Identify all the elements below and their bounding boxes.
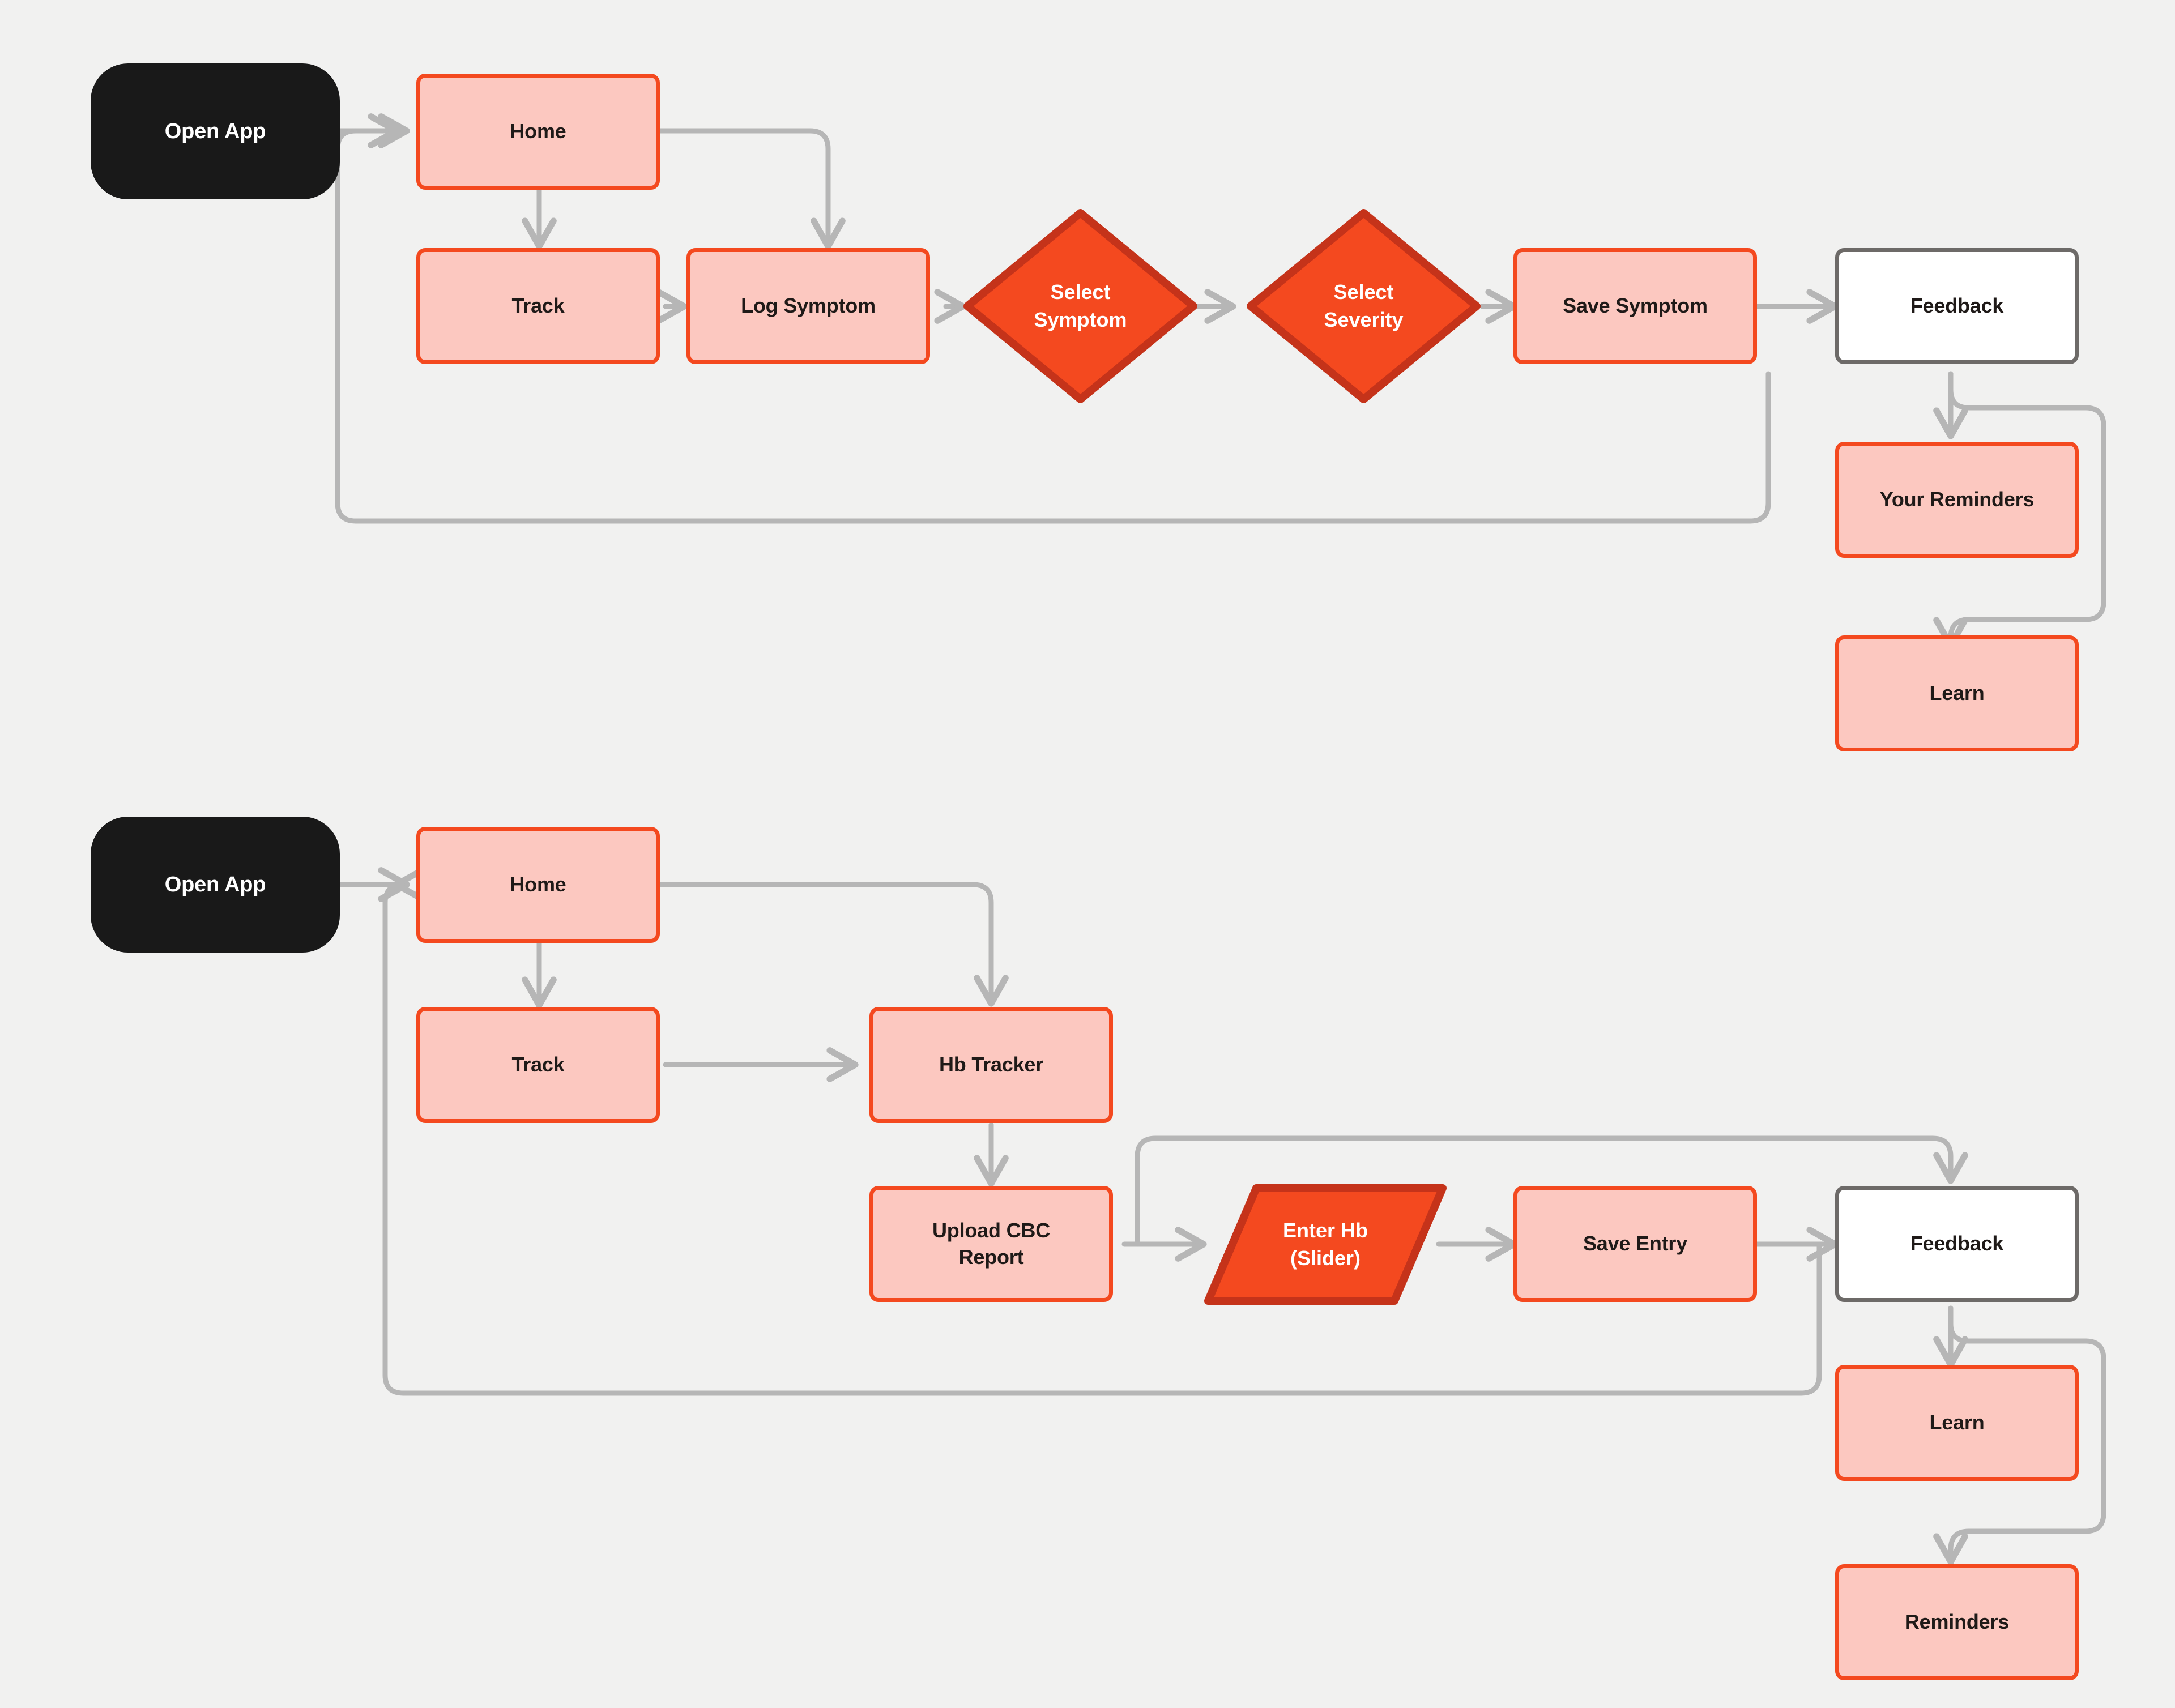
node-feedback-flow2[interactable]: Feedback — [1835, 1186, 2079, 1302]
edge-home-to-hb-tracker-2 — [657, 882, 991, 1004]
decision-select-severity-flow1[interactable]: Select Severity — [1246, 208, 1481, 404]
node-save-entry-flow2[interactable]: Save Entry — [1513, 1186, 1757, 1302]
edge-home-to-log-symptom-1 — [657, 128, 828, 246]
node-learn-flow2[interactable]: Learn — [1835, 1365, 2079, 1481]
node-log-symptom-flow1[interactable]: Log Symptom — [686, 248, 930, 364]
node-home-flow1[interactable]: Home — [416, 74, 660, 190]
input-enter-hb-slider-flow2[interactable]: Enter Hb (Slider) — [1204, 1184, 1447, 1305]
node-hb-tracker-flow2[interactable]: Hb Tracker — [869, 1007, 1113, 1123]
node-feedback-flow1[interactable]: Feedback — [1835, 248, 2079, 364]
decision-select-symptom-flow1[interactable]: Select Symptom — [963, 208, 1198, 404]
terminator-open-app-flow2[interactable]: Open App — [91, 817, 340, 953]
node-reminders-flow2[interactable]: Reminders — [1835, 1564, 2079, 1680]
edge-feedback-loop-to-home-2 — [382, 885, 1822, 1396]
decision-label-select-severity: Select Severity — [1324, 280, 1404, 331]
node-home-flow2[interactable]: Home — [416, 827, 660, 943]
node-save-symptom-flow1[interactable]: Save Symptom — [1513, 248, 1757, 364]
node-track-flow2[interactable]: Track — [416, 1007, 660, 1123]
decision-label-select-symptom: Select Symptom — [1034, 280, 1127, 331]
node-your-reminders-flow1[interactable]: Your Reminders — [1835, 442, 2079, 558]
node-learn-flow1[interactable]: Learn — [1835, 635, 2079, 751]
input-label-enter-hb: Enter Hb (Slider) — [1282, 1218, 1368, 1270]
node-track-flow1[interactable]: Track — [416, 248, 660, 364]
terminator-open-app-flow1[interactable]: Open App — [91, 63, 340, 199]
node-upload-cbc-report-flow2[interactable]: Upload CBC Report — [869, 1186, 1113, 1302]
